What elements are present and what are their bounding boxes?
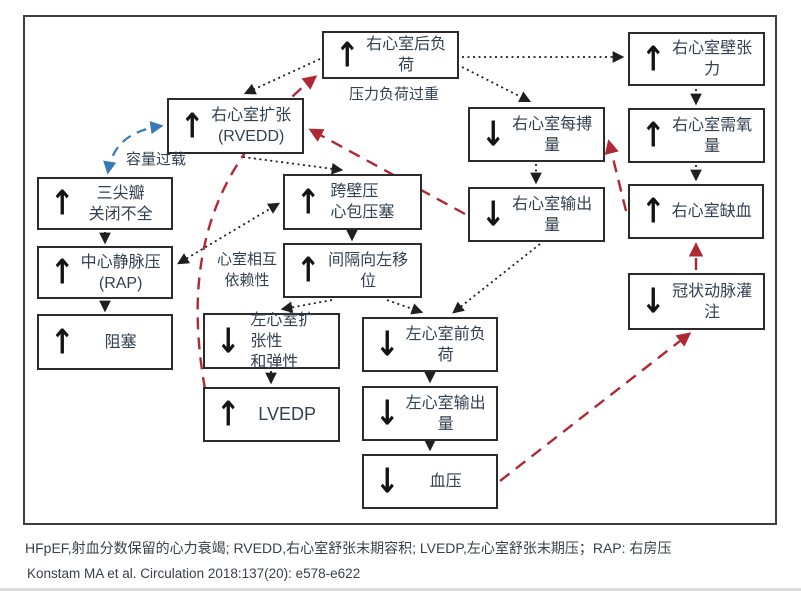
up-arrow-icon: ↑ xyxy=(335,34,360,75)
edge-rv-dilation-to-tricuspid-regurgitation xyxy=(103,121,164,175)
edge-rv-afterload-to-rv-stroke-volume xyxy=(461,66,532,103)
pressure-overload-label: 压力负荷过重 xyxy=(349,86,440,103)
node-label: 右心室输出量 xyxy=(512,195,593,234)
node-label: 左心室输出量 xyxy=(405,394,486,433)
node-label: 跨壁压 xyxy=(330,183,379,200)
down-arrow-icon: ↓ xyxy=(481,113,506,154)
up-arrow-icon: ↑ xyxy=(50,182,75,223)
citation: Konstam MA et al. Circulation 2018:137(2… xyxy=(27,566,361,581)
edge-rv-ischemia-to-rv-stroke-volume xyxy=(604,139,628,212)
up-arrow-icon: ↑ xyxy=(180,105,205,146)
node-lv-distensibility: ↓ 左心室扩张性 和弹性 xyxy=(203,311,340,371)
edge-blood-pressure-to-coronary-perfusion xyxy=(499,332,692,482)
node-label: LVEDP xyxy=(258,404,316,424)
node-label: 冠状动脉灌注 xyxy=(672,282,753,321)
node-central-venous-pressure: ↑ 中心静脉压 (RAP) xyxy=(37,246,173,299)
node-blood-pressure: ↓ 血压 xyxy=(362,454,498,509)
node-tricuspid-regurgitation: ↑ 三尖瓣 关闭不全 xyxy=(37,177,173,230)
node-rv-o2-demand: ↑ 右心室需氧量 xyxy=(628,108,765,163)
edge-rv-output-to-lv-preload xyxy=(452,243,541,314)
node-label: 右心室后负荷 xyxy=(366,36,447,74)
bottom-divider xyxy=(0,588,801,591)
node-lv-output: ↓ 左心室输出量 xyxy=(362,386,498,441)
up-arrow-icon: ↑ xyxy=(641,38,666,79)
node-transmural-pressure: ↑ 跨壁压 心包压塞 xyxy=(283,174,422,230)
node-coronary-perfusion: ↓ 冠状动脉灌注 xyxy=(628,273,765,330)
node-label: (RVEDD) xyxy=(217,128,285,145)
down-arrow-icon: ↓ xyxy=(375,323,400,364)
node-label: 右心室每搏量 xyxy=(512,115,593,154)
node-label: 间隔向左移位 xyxy=(328,251,409,290)
down-arrow-icon: ↓ xyxy=(375,460,400,501)
edge-lvedp-to-rv-afterload xyxy=(196,75,318,390)
node-congestion: ↑ 阻塞 xyxy=(37,314,173,370)
ventricular-interdependence-label: 心室相互 依赖性 xyxy=(216,251,277,289)
edge-rv-dilation-to-transmural-pressure xyxy=(242,156,344,175)
node-label: 右心室扩张 xyxy=(211,107,292,124)
up-arrow-icon: ↑ xyxy=(296,181,321,222)
edge-rv-afterload-to-rv-dilation xyxy=(243,58,321,95)
up-arrow-icon: ↑ xyxy=(50,321,75,362)
up-arrow-icon: ↑ xyxy=(296,249,321,290)
node-rv-stroke-volume: ↓ 右心室每搏量 xyxy=(468,107,605,162)
down-arrow-icon: ↓ xyxy=(641,280,666,321)
edge-septal-shift-to-lv-preload xyxy=(386,299,424,315)
node-label: 右心室缺血 xyxy=(671,203,752,220)
node-label: 阻塞 xyxy=(104,333,137,351)
down-arrow-icon: ↓ xyxy=(375,392,400,433)
node-rv-output: ↓ 右心室输出量 xyxy=(468,187,605,242)
node-rv-wall-tension: ↑ 右心室壁张力 xyxy=(628,32,765,86)
down-arrow-icon: ↓ xyxy=(216,320,241,361)
node-label: 右心室壁张力 xyxy=(672,40,753,78)
node-rv-afterload: ↑ 右心室后负荷 xyxy=(322,31,459,79)
up-arrow-icon: ↑ xyxy=(50,251,75,292)
node-label: 左心室扩张性 xyxy=(250,311,315,350)
node-label: (RAP) xyxy=(98,274,143,292)
volume-overload-label: 容量过载 xyxy=(126,151,187,168)
node-rv-dilation: ↑ 右心室扩张 (RVEDD) xyxy=(167,98,304,154)
edge-septal-shift-to-lv-distensibility xyxy=(280,299,333,314)
node-rv-ischemia: ↑ 右心室缺血 xyxy=(628,184,764,239)
node-label: 右心室需氧量 xyxy=(672,116,753,155)
node-label: 左心室前负荷 xyxy=(405,325,486,364)
up-arrow-icon: ↑ xyxy=(641,190,666,231)
node-label: 中心静脉压 xyxy=(80,253,161,271)
node-label: 血压 xyxy=(429,473,462,490)
abbreviations-note: HFpEF,射血分数保留的心力衰竭; RVEDD,右心室舒张末期容积; LVED… xyxy=(25,540,672,556)
down-arrow-icon: ↓ xyxy=(481,193,506,234)
diagram-border xyxy=(23,15,777,525)
edge-rv-output-to-rv-dilation xyxy=(308,128,466,216)
node-label: 关闭不全 xyxy=(88,205,153,223)
node-septal-shift: ↑ 间隔向左移位 xyxy=(283,243,422,298)
node-label: 和弹性 xyxy=(250,353,299,371)
node-lvedp: ↑ LVEDP xyxy=(203,387,340,442)
node-lv-preload: ↓ 左心室前负荷 xyxy=(362,317,498,372)
node-label: 心包压塞 xyxy=(330,204,395,221)
up-arrow-icon: ↑ xyxy=(641,114,666,155)
up-arrow-icon: ↑ xyxy=(216,393,241,434)
node-label: 三尖瓣 xyxy=(96,184,145,202)
